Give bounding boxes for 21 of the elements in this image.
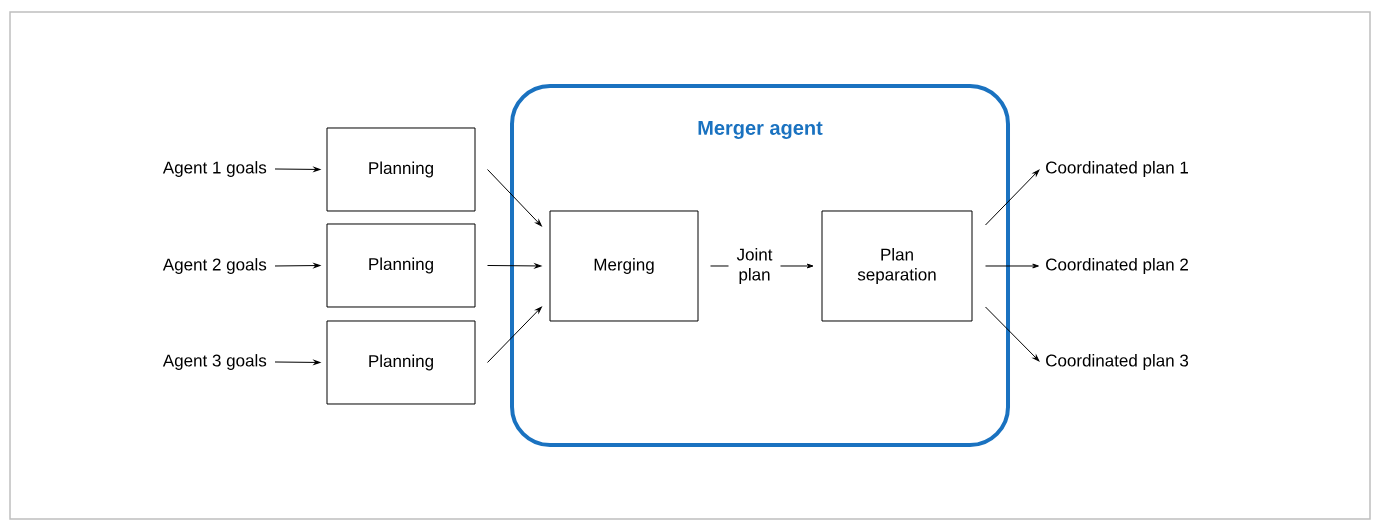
process-box: Plan separation (821, 210, 973, 322)
arrow (274, 263, 321, 268)
output-label: Coordinated plan 3 (1046, 354, 1189, 370)
input-label: Agent 1 goals (162, 161, 267, 177)
arrow (274, 360, 321, 365)
arrow (985, 263, 1039, 269)
process-box: Planning (326, 127, 476, 212)
process-box: Planning (326, 223, 476, 308)
output-label: Coordinated plan 1 (1046, 161, 1188, 177)
arrow (985, 169, 1040, 226)
input-label: Agent 2 goals (162, 258, 267, 274)
arrow (487, 263, 542, 269)
process-box: Planning (326, 320, 476, 405)
process-box: Merging (549, 210, 699, 322)
edge-label: Joint plan (728, 246, 781, 286)
input-label: Agent 3 goals (162, 354, 267, 370)
arrow (487, 169, 542, 227)
arrow (487, 306, 542, 363)
arrow (985, 306, 1040, 362)
arrow (274, 167, 321, 172)
output-label: Coordinated plan 2 (1046, 258, 1188, 274)
